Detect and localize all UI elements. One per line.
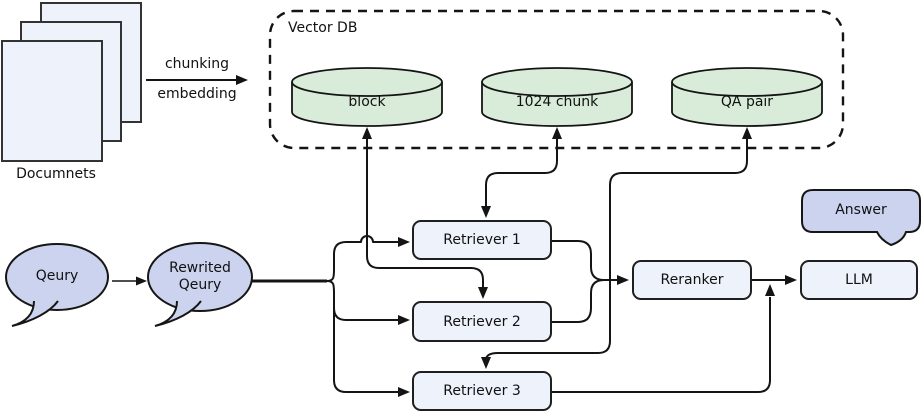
document-page-front [1, 40, 103, 162]
retriever1-label: Retriever 1 [443, 232, 521, 248]
llm-node: LLM [800, 260, 918, 300]
retriever2-label: Retriever 2 [443, 313, 521, 330]
branch-to-retriever2 [333, 307, 410, 325]
connector-qapair-retriever3 [481, 127, 752, 369]
query-rewrite-arrow [112, 276, 147, 286]
retriever3-label: Retriever 3 [443, 383, 521, 399]
answer-bubble-shape [801, 189, 921, 247]
reranker-label: Reranker [660, 272, 724, 288]
connector-reranker-to-llm [752, 275, 797, 285]
db-cylinder-qa-pair [671, 67, 823, 127]
retriever1-node: Retriever 1 [412, 220, 552, 260]
retriever2-node: Retriever 2 [412, 301, 552, 342]
db-cylinder-block [291, 67, 443, 127]
branch-to-retriever3 [326, 280, 410, 397]
db-cylinder-1024-chunk [481, 67, 633, 127]
branch-to-retriever1 [326, 235, 410, 282]
rewritten-query-bubble-shape [147, 242, 253, 327]
llm-label: LLM [845, 272, 873, 288]
reranker-node: Reranker [632, 260, 752, 300]
connector-chunk-retriever1 [481, 127, 562, 218]
query-bubble-shape [5, 243, 109, 327]
document-stack-icon [1, 2, 142, 162]
connector-retriever3-to-llm [552, 284, 775, 393]
retriever3-node: Retriever 3 [412, 371, 552, 411]
connector-retrievers-to-reranker [552, 240, 629, 323]
chunking-embedding-arrow [146, 75, 248, 85]
connector-block-retriever2 [362, 127, 488, 299]
